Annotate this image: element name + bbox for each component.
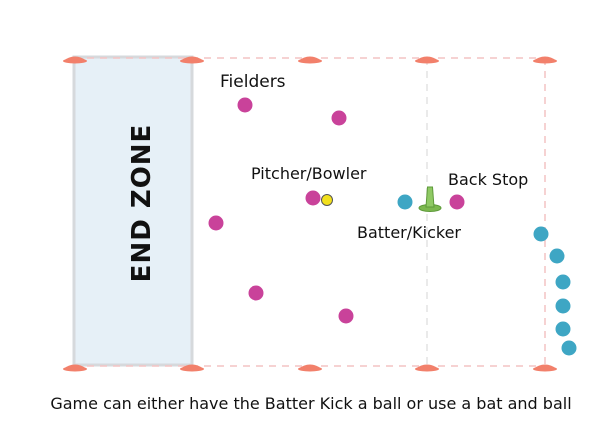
cone-marker <box>415 364 439 372</box>
fielder-player <box>248 285 264 301</box>
batting-tee <box>418 186 442 212</box>
cone-marker <box>415 56 439 64</box>
waiting-batter <box>555 298 571 314</box>
pitcher-label: Pitcher/Bowler <box>251 164 367 183</box>
back-stop-label: Back Stop <box>448 170 528 189</box>
cone-marker <box>533 364 557 372</box>
cone-marker <box>180 56 204 64</box>
waiting-batter <box>549 248 565 264</box>
cones <box>63 56 557 372</box>
waiting-batter <box>533 226 549 242</box>
fielder-player <box>338 308 354 324</box>
cone-marker <box>298 56 322 64</box>
ball <box>321 194 333 206</box>
cone-marker <box>533 56 557 64</box>
fielder-player <box>208 215 224 231</box>
fielder-player <box>237 97 253 113</box>
pitcher-player <box>305 190 321 206</box>
diagram-caption: Game can either have the Batter Kick a b… <box>50 394 571 413</box>
waiting-batter <box>555 274 571 290</box>
cone-marker <box>298 364 322 372</box>
batting-team <box>397 194 577 356</box>
batter-label: Batter/Kicker <box>357 223 461 242</box>
batter-player <box>397 194 413 210</box>
end-zone <box>72 55 194 367</box>
fielders-label: Fielders <box>220 72 286 92</box>
waiting-batter <box>555 321 571 337</box>
fielders <box>208 97 465 324</box>
fielder-player <box>331 110 347 126</box>
back-stop-player <box>449 194 465 210</box>
cone-marker <box>63 364 87 372</box>
cone-marker <box>180 364 204 372</box>
waiting-batter <box>561 340 577 356</box>
end-zone-label: END ZONE <box>127 124 157 283</box>
cone-marker <box>63 56 87 64</box>
